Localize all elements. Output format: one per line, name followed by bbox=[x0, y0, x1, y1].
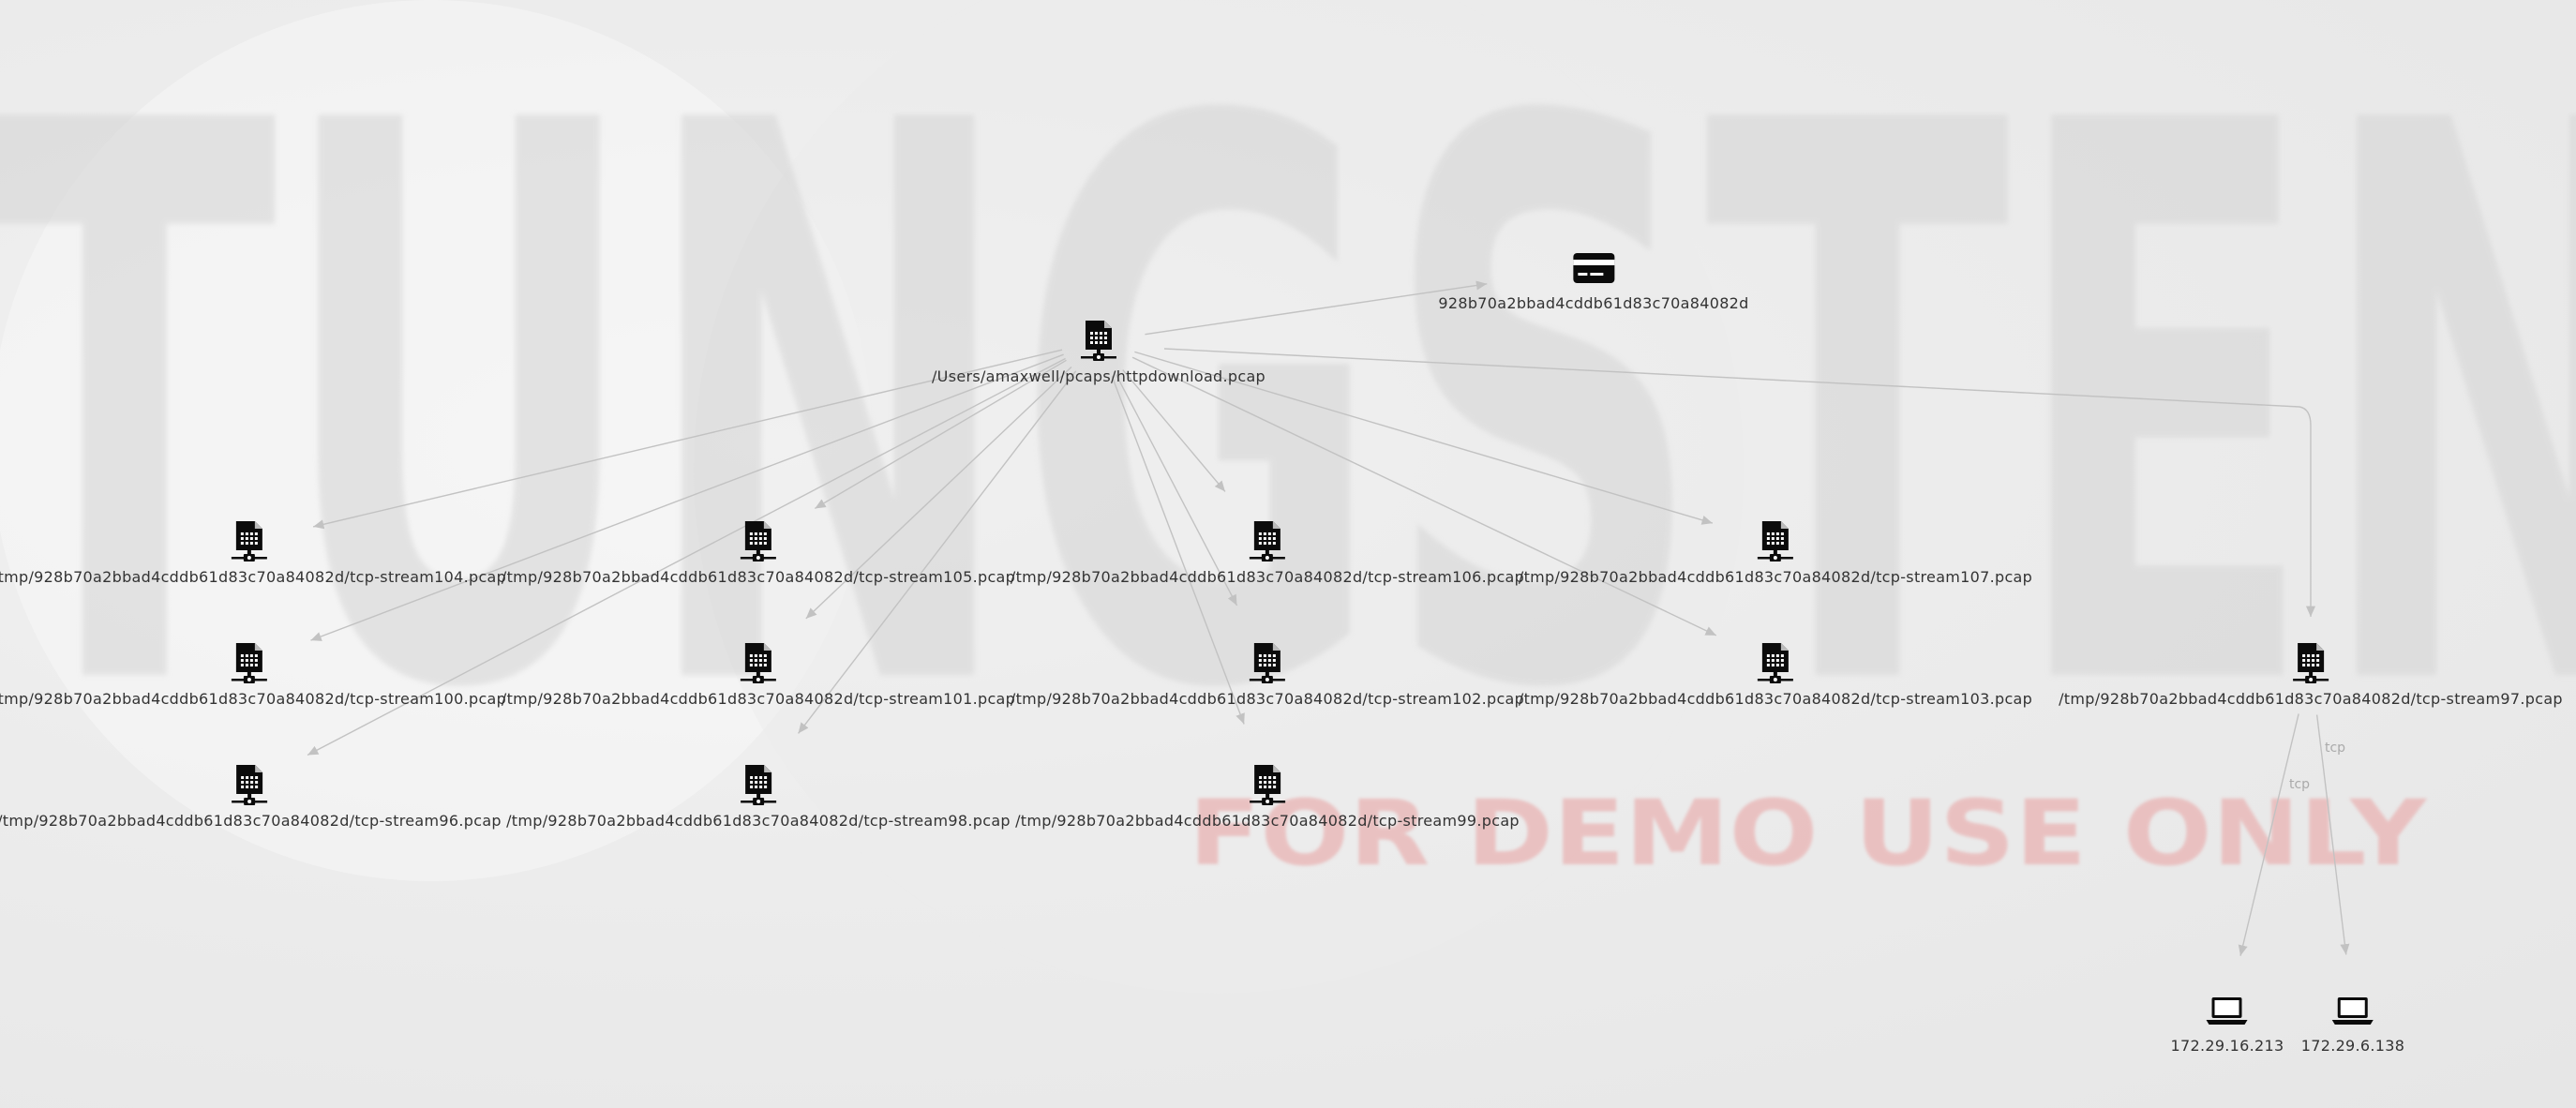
pcap-file-icon bbox=[1245, 763, 1290, 808]
edge-root-to-s106 bbox=[1122, 369, 1226, 492]
edge-root-to-s104 bbox=[312, 349, 1063, 530]
node-root-pcap[interactable]: /Users/amaxwell/pcaps/httpdownload.pcap bbox=[932, 319, 1266, 385]
edge-s97-to-ip1 bbox=[2238, 713, 2299, 956]
edge-label-tcp: tcp bbox=[2289, 777, 2311, 792]
edge-root-to-s101 bbox=[805, 367, 1072, 620]
pcap-file-icon bbox=[736, 641, 781, 686]
node-tcp-stream102[interactable]: /tmp/928b70a2bbad4cddb61d83c70a84082d/tc… bbox=[1011, 641, 1524, 708]
node-host-ip2[interactable]: 172.29.6.138 bbox=[2301, 988, 2404, 1055]
node-tcp-stream96[interactable]: /tmp/928b70a2bbad4cddb61d83c70a84082d/tc… bbox=[0, 763, 502, 830]
node-label: 172.29.6.138 bbox=[2300, 1037, 2405, 1055]
node-label: /tmp/928b70a2bbad4cddb61d83c70a84082d/tc… bbox=[506, 812, 1011, 830]
node-label: /tmp/928b70a2bbad4cddb61d83c70a84082d/tc… bbox=[1518, 690, 2033, 708]
pcap-file-icon bbox=[1753, 519, 1798, 564]
node-label: 172.29.16.213 bbox=[2170, 1037, 2284, 1055]
pcap-file-icon bbox=[736, 519, 781, 564]
node-label: 928b70a2bbad4cddb61d83c70a84082d bbox=[1438, 294, 1749, 312]
node-tcp-stream106[interactable]: /tmp/928b70a2bbad4cddb61d83c70a84082d/tc… bbox=[1011, 519, 1524, 586]
credit-card-icon bbox=[1571, 246, 1616, 291]
laptop-icon bbox=[2205, 988, 2250, 1033]
edge-root-to-s99 bbox=[1111, 376, 1245, 725]
tungsten-watermark: TUNGSTEN bbox=[0, 0, 2576, 857]
pcap-file-icon bbox=[1753, 641, 1798, 686]
edge-root-to-s96 bbox=[307, 357, 1066, 756]
laptop-icon bbox=[2330, 988, 2375, 1033]
node-label: /tmp/928b70a2bbad4cddb61d83c70a84082d/tc… bbox=[1010, 690, 1525, 708]
node-host-ip1[interactable]: 172.29.16.213 bbox=[2171, 988, 2284, 1055]
demo-watermark: FOR DEMO USE ONLY bbox=[1189, 781, 2428, 886]
edge-root-to-s97 bbox=[1163, 348, 2316, 617]
node-hash[interactable]: 928b70a2bbad4cddb61d83c70a84082d bbox=[1438, 246, 1748, 312]
node-tcp-stream98[interactable]: /tmp/928b70a2bbad4cddb61d83c70a84082d/tc… bbox=[506, 763, 1011, 830]
node-label: /tmp/928b70a2bbad4cddb61d83c70a84082d/tc… bbox=[501, 690, 1016, 708]
node-tcp-stream99[interactable]: /tmp/928b70a2bbad4cddb61d83c70a84082d/tc… bbox=[1015, 763, 1520, 830]
node-tcp-stream104[interactable]: /tmp/928b70a2bbad4cddb61d83c70a84082d/tc… bbox=[0, 519, 506, 586]
node-label: /tmp/928b70a2bbad4cddb61d83c70a84082d/tc… bbox=[0, 690, 507, 708]
pcap-file-icon bbox=[227, 641, 272, 686]
node-label: /tmp/928b70a2bbad4cddb61d83c70a84082d/tc… bbox=[1518, 568, 2033, 586]
node-label: /Users/amaxwell/pcaps/httpdownload.pcap bbox=[931, 367, 1266, 385]
node-tcp-stream100[interactable]: /tmp/928b70a2bbad4cddb61d83c70a84082d/tc… bbox=[0, 641, 506, 708]
pcap-file-icon bbox=[1076, 319, 1121, 364]
edge-root-to-s105 bbox=[814, 359, 1067, 510]
node-label: /tmp/928b70a2bbad4cddb61d83c70a84082d/tc… bbox=[1015, 812, 1520, 830]
node-tcp-stream105[interactable]: /tmp/928b70a2bbad4cddb61d83c70a84082d/tc… bbox=[502, 519, 1015, 586]
node-tcp-stream97[interactable]: /tmp/928b70a2bbad4cddb61d83c70a84082d/tc… bbox=[2059, 641, 2563, 708]
edge-root-to-s102 bbox=[1115, 374, 1238, 606]
pcap-file-icon bbox=[2288, 641, 2333, 686]
edge-root-to-s100 bbox=[310, 353, 1064, 641]
edge-root-to-s103 bbox=[1131, 356, 1717, 636]
pcap-file-icon bbox=[1245, 519, 1290, 564]
edge-s97-to-ip2 bbox=[2315, 714, 2350, 955]
pcap-file-icon bbox=[736, 763, 781, 808]
node-label: /tmp/928b70a2bbad4cddb61d83c70a84082d/tc… bbox=[1010, 568, 1525, 586]
node-tcp-stream101[interactable]: /tmp/928b70a2bbad4cddb61d83c70a84082d/tc… bbox=[502, 641, 1015, 708]
node-label: /tmp/928b70a2bbad4cddb61d83c70a84082d/tc… bbox=[2059, 690, 2563, 708]
node-label: /tmp/928b70a2bbad4cddb61d83c70a84082d/tc… bbox=[0, 812, 502, 830]
edge-root-to-hash bbox=[1145, 280, 1488, 336]
node-tcp-stream107[interactable]: /tmp/928b70a2bbad4cddb61d83c70a84082d/tc… bbox=[1519, 519, 2032, 586]
edge-label-tcp: tcp bbox=[2325, 741, 2346, 756]
node-label: /tmp/928b70a2bbad4cddb61d83c70a84082d/tc… bbox=[501, 568, 1016, 586]
edge-root-to-s107 bbox=[1134, 351, 1714, 525]
node-label: /tmp/928b70a2bbad4cddb61d83c70a84082d/tc… bbox=[0, 568, 507, 586]
pcap-file-icon bbox=[1245, 641, 1290, 686]
edge-root-to-s98 bbox=[797, 370, 1077, 734]
node-tcp-stream103[interactable]: /tmp/928b70a2bbad4cddb61d83c70a84082d/tc… bbox=[1519, 641, 2032, 708]
pcap-file-icon bbox=[227, 519, 272, 564]
pcap-file-icon bbox=[227, 763, 272, 808]
